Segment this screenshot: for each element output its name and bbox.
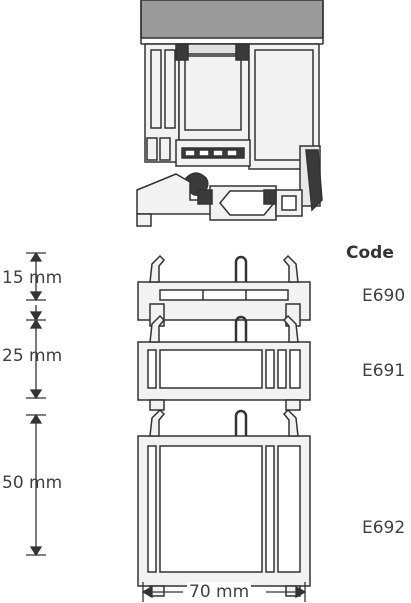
dimension-chain: [26, 251, 46, 557]
profile-e690: [137, 254, 311, 327]
code-e692: E692: [362, 518, 406, 538]
code-e691: E691: [362, 361, 406, 381]
dimension-label-25mm: 25 mm: [2, 346, 63, 366]
profile-e692: [137, 408, 311, 597]
width-dimension: [141, 582, 307, 602]
code-e690: E690: [362, 286, 406, 306]
code-heading: Code: [346, 243, 394, 263]
wall-lintel: [140, 0, 324, 39]
dimension-label-15mm: 15 mm: [2, 268, 63, 288]
width-dimension-label: 70 mm: [187, 582, 252, 602]
profile-e691: [137, 314, 311, 411]
window-frame: [136, 43, 323, 227]
dimension-label-50mm: 50 mm: [2, 473, 63, 493]
